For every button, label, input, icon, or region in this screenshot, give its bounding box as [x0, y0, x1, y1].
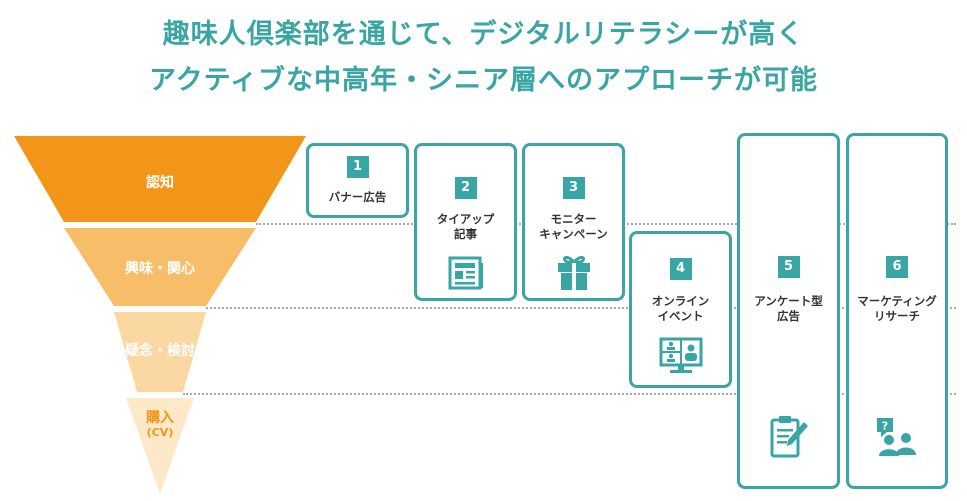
video-conference-icon: [659, 337, 702, 373]
card-number-badge: 1: [346, 156, 369, 178]
svg-text:?: ?: [882, 420, 888, 433]
card-label: タイアップ 記事: [436, 212, 495, 241]
funnel-stage-purchase: [126, 398, 194, 494]
stage-label-consideration: 疑念・検討: [125, 343, 195, 359]
stage-label-purchase-sub: (CV): [146, 426, 174, 439]
stage-divider-2: [206, 307, 956, 309]
stage-divider-3: [183, 393, 956, 395]
card-number-badge: 5: [777, 256, 800, 278]
stage-label-purchase: 購入: [146, 410, 174, 426]
card-marketing-research: 6 マーケティング リサーチ ?: [846, 133, 948, 489]
clipboard-pen-icon: [770, 416, 808, 458]
card-online-event: 4 オンライン イベント: [629, 231, 732, 388]
newspaper-icon: [448, 256, 483, 290]
stage-label-awareness: 認知: [146, 175, 174, 191]
card-label: アンケート型 広告: [754, 294, 823, 323]
stage-label-interest: 興味・関心: [125, 261, 195, 277]
card-banner-ad: 1 バナー広告: [306, 143, 409, 218]
card-label: マーケティング リサーチ: [857, 294, 937, 323]
card-label: オンライン イベント: [651, 294, 710, 323]
headline-line-1: 趣味人倶楽部を通じて、デジタルリテラシーが高く: [162, 19, 805, 50]
card-number-badge: 6: [886, 256, 908, 278]
funnel-stage-interest: [64, 228, 256, 306]
card-questionnaire-ad: 5 アンケート型 広告: [737, 133, 840, 489]
card-number-badge: 2: [454, 177, 477, 199]
headline-line-2: アクティブな中高年・シニア層へのアプローチが可能: [148, 65, 819, 96]
card-label: バナー広告: [328, 190, 387, 204]
card-tieup-article: 2 タイアップ 記事: [414, 143, 517, 301]
research-people-icon: ?: [877, 418, 916, 456]
card-number-badge: 3: [562, 177, 585, 199]
gift-icon: [557, 255, 590, 290]
funnel-stage-consideration: [114, 312, 206, 392]
card-number-badge: 4: [669, 258, 692, 280]
card-monitor-campaign: 3 モニター キャンペーン: [522, 143, 625, 301]
card-label: モニター キャンペーン: [539, 212, 608, 241]
funnel-stage-awareness: [14, 136, 306, 222]
